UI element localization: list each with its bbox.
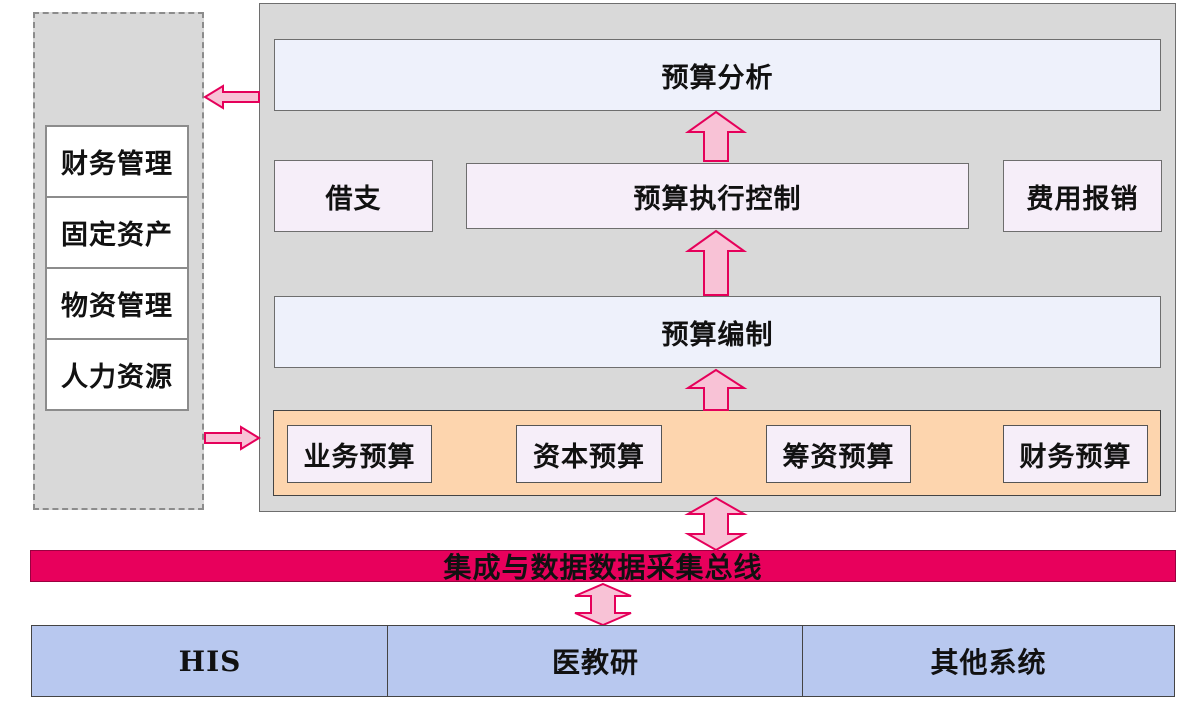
system-medical-education-research: 医教研 <box>387 625 804 697</box>
system-other: 其他系统 <box>802 625 1175 697</box>
budget-compilation-box: 预算编制 <box>274 296 1161 368</box>
business-budget-box: 业务预算 <box>287 425 432 483</box>
arrow-right-to-budgets <box>204 425 261 451</box>
integration-data-bus: 集成与数据数据采集总线 <box>30 550 1176 584</box>
budget-execution-control-box: 预算执行控制 <box>466 163 969 229</box>
double-arrow-bus-to-main <box>684 496 748 552</box>
budget-analysis-box: 预算分析 <box>274 39 1161 111</box>
module-materials-management: 物资管理 <box>45 267 189 340</box>
arrow-left-to-modules <box>203 84 260 110</box>
arrow-up-to-analysis <box>684 110 748 162</box>
double-arrow-bus-to-systems <box>574 582 632 627</box>
financing-budget-box: 筹资预算 <box>766 425 911 483</box>
arrow-up-to-execution <box>684 229 748 296</box>
module-financial-management: 财务管理 <box>45 125 189 198</box>
loan-box: 借支 <box>274 160 433 232</box>
financial-budget-box: 财务预算 <box>1003 425 1148 483</box>
system-his: HIS <box>31 625 389 697</box>
capital-budget-box: 资本预算 <box>516 425 662 483</box>
module-human-resources: 人力资源 <box>45 338 189 411</box>
arrow-up-to-compilation <box>684 368 748 411</box>
expense-reimbursement-box: 费用报销 <box>1003 160 1162 232</box>
module-fixed-assets: 固定资产 <box>45 196 189 269</box>
